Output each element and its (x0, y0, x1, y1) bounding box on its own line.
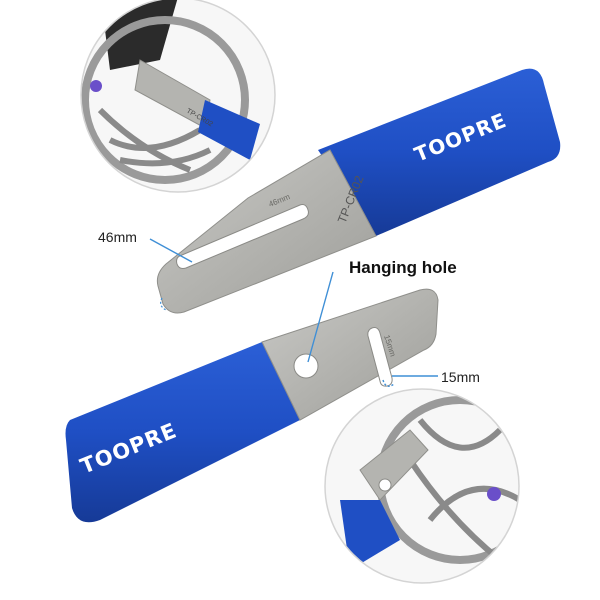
callout-lines (149, 238, 438, 387)
upper-tool: 46mm TP-CR02 TOOPRE (156, 68, 561, 314)
slot-long-label: 46mm (98, 229, 137, 245)
brake-rotor (81, 16, 249, 184)
lower-handle (65, 342, 300, 523)
long-slot (176, 204, 309, 269)
inset-hanging-hole (378, 478, 392, 492)
inset-blade (359, 429, 429, 501)
slot-short-label: 15mm (441, 369, 480, 385)
slot-tip-marker (160, 297, 167, 311)
upper-handle (318, 68, 561, 236)
inset-handle (340, 500, 400, 570)
callout-line-46mm (149, 238, 193, 263)
callout-line-hanging-hole (307, 271, 334, 363)
lower-blade (261, 288, 439, 421)
hanging-hole-label: Hanging hole (349, 258, 457, 277)
inset-top-left: TP-CR02 (80, 0, 276, 193)
hanging-hole (293, 353, 319, 379)
inset-handle (198, 100, 260, 160)
lower-tool: 15mm TOOPRE (65, 288, 439, 523)
slot-end-marker (382, 379, 395, 387)
inset-bottom-right (324, 388, 520, 584)
short-slot (367, 327, 393, 387)
rotor-bolt-icon (487, 487, 501, 501)
rotor-bolt-icon (90, 80, 102, 92)
